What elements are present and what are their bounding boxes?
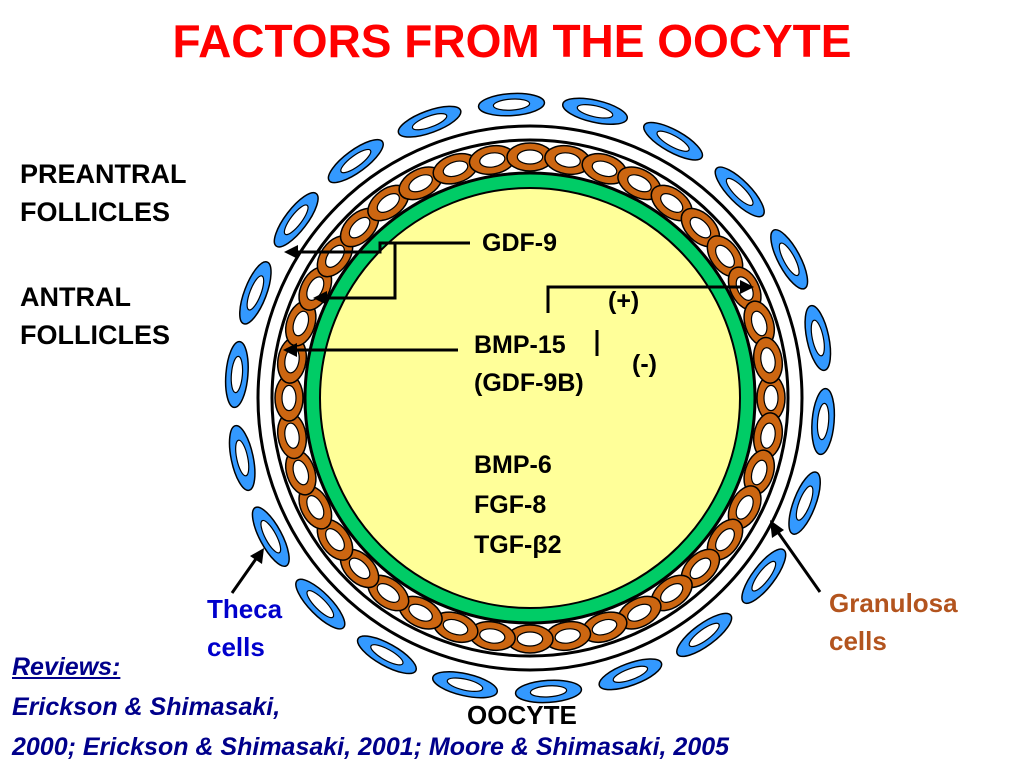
theca-cell: [788, 471, 821, 535]
gdf9-arrowhead-preantral: [284, 245, 298, 259]
granulosa-cell: [544, 144, 592, 176]
factor-fgf8: FGF-8: [474, 491, 547, 519]
reference-line2: 2000; Erickson & Shimasaki, 2001; Moore …: [12, 733, 730, 761]
page-title: FACTORS FROM THE OOCYTE: [172, 15, 852, 67]
theca-arrowhead: [250, 548, 264, 564]
theca-cell: [741, 548, 787, 605]
gdf9-connector: [290, 241, 470, 254]
reference-line1: Erickson & Shimasaki,: [12, 693, 281, 721]
theca-cell: [561, 97, 629, 126]
preantral-label-line2: FOLLICLES: [20, 197, 170, 227]
signal-arrows: [230, 241, 822, 594]
factor-tgfb2: TGF-β2: [474, 531, 562, 559]
gdf9-arrowhead-antral: [313, 291, 327, 305]
theca-cell: [273, 191, 319, 248]
antral-follicles-label: ANTRAL FOLLICLES: [20, 278, 170, 354]
factor-gdf9b: (GDF-9B): [474, 369, 584, 397]
gdf9-connector-branch: [320, 243, 397, 300]
granulosa-cell: [680, 548, 721, 589]
theca-cell: [356, 635, 417, 675]
granulosa-cell: [367, 574, 410, 612]
granulosa-cell: [743, 300, 776, 347]
granulosa-cell: [316, 518, 354, 561]
granulosa-cell: [468, 620, 516, 652]
theca-cell-layer: [224, 92, 836, 704]
granulosa-cell-layer: [274, 142, 786, 654]
theca-cell: [228, 424, 256, 492]
granulosa-cell: [650, 574, 693, 612]
granulosa-cell: [468, 144, 516, 176]
granulosa-cell: [339, 207, 380, 248]
preantral-label-line1: PREANTRAL: [20, 159, 187, 189]
granulosa-cell: [398, 595, 443, 630]
plus-arrowhead: [740, 280, 754, 294]
granulosa-pointer-line: [773, 527, 822, 593]
factor-bmp6: BMP-6: [474, 451, 552, 479]
granulosa-arrowhead: [770, 520, 784, 538]
theca-cell: [770, 228, 809, 290]
theca-cell: [295, 578, 346, 630]
theca-cell: [327, 138, 384, 184]
theca-cell: [477, 92, 546, 117]
granulosa-cell: [506, 624, 554, 654]
theca-cells-label: Theca cells: [207, 590, 282, 666]
granulosa-cell: [743, 449, 776, 496]
granulosa-cell: [432, 611, 479, 644]
theca-cell: [643, 121, 704, 161]
granulosa-cell: [617, 166, 662, 201]
granulosa-cell: [617, 595, 662, 630]
reviews-heading: Reviews:: [12, 653, 121, 681]
granulosa-cell: [727, 485, 762, 530]
theca-label-line2: cells: [207, 632, 265, 662]
factor-gdf9: GDF-9: [482, 229, 557, 257]
antral-label-line1: ANTRAL: [20, 282, 131, 312]
theca-cell: [514, 679, 583, 704]
theca-cell: [431, 670, 499, 699]
bmp15-arrowhead: [283, 343, 297, 357]
granulosa-label-line2: cells: [829, 626, 887, 656]
granulosa-cell: [650, 184, 693, 222]
granulosa-cell: [756, 374, 786, 422]
theca-cell: [804, 304, 832, 372]
plus-connector: [546, 285, 745, 313]
granulosa-label-line1: Granulosa: [829, 588, 958, 618]
granulosa-cell: [398, 166, 443, 201]
granulosa-cells-label: Granulosa cells: [829, 584, 958, 660]
antral-label-line2: FOLLICLES: [20, 320, 170, 350]
granulosa-cell: [276, 412, 308, 460]
oocyte-label: OOCYTE: [467, 700, 577, 730]
factor-bmp15: BMP-15: [474, 331, 566, 359]
granulosa-cell: [706, 518, 744, 561]
granulosa-cell: [752, 336, 784, 384]
granulosa-cell: [581, 611, 628, 644]
effect-negative: (-): [632, 350, 657, 378]
arrowheads: [250, 245, 784, 564]
granulosa-cell: [367, 184, 410, 222]
theca-label-line1: Theca: [207, 594, 283, 624]
effect-positive: (+): [608, 287, 640, 315]
preantral-follicles-label: PREANTRAL FOLLICLES: [20, 155, 187, 231]
theca-cell: [714, 166, 765, 218]
granulosa-cell: [506, 142, 554, 172]
theca-cell: [811, 387, 836, 456]
granulosa-cell: [284, 449, 317, 496]
theca-cell: [251, 506, 290, 568]
granulosa-cell: [274, 374, 304, 422]
theca-cell: [397, 105, 462, 138]
theca-cell: [598, 658, 663, 691]
theca-cell: [224, 340, 249, 409]
oocyte-cytoplasm: [319, 187, 741, 609]
theca-pointer-line: [230, 555, 260, 594]
theca-cell: [239, 261, 272, 325]
theca-cell: [676, 612, 733, 658]
